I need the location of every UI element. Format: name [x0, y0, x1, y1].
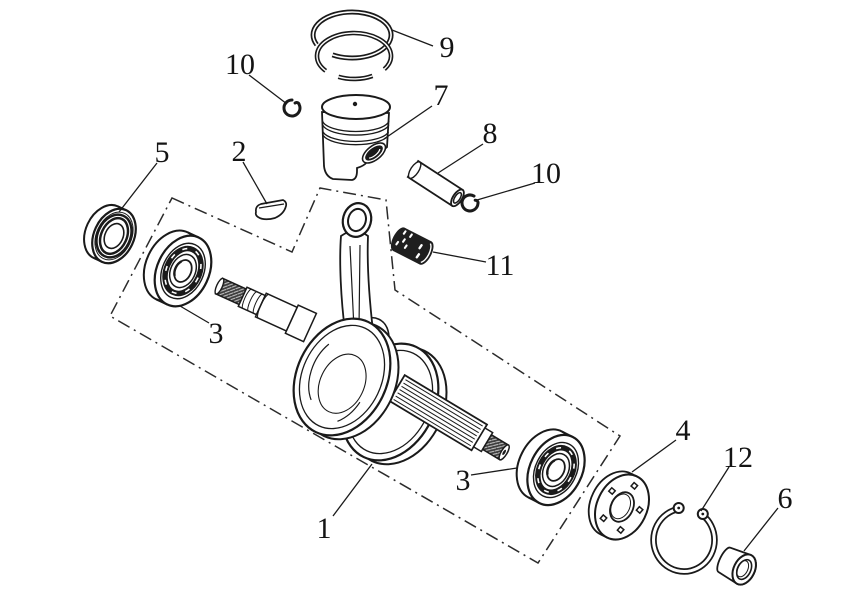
leader-5: [118, 162, 158, 213]
crankshaft-assembly-drawing: [214, 202, 510, 466]
leader-2: [242, 161, 268, 205]
bushing-drawing: [716, 546, 757, 586]
leader-8: [437, 143, 484, 174]
oil-seal-drawing: [83, 204, 137, 265]
leader-12: [700, 466, 730, 512]
main-bearing-left-drawing: [133, 221, 222, 315]
callout-10b: 10: [531, 157, 561, 190]
piston-pin-drawing: [406, 159, 465, 208]
crank-left-shaft: [214, 277, 318, 343]
leader-9: [391, 29, 434, 47]
circlip-left-drawing: [281, 97, 303, 119]
leader-1: [332, 463, 373, 517]
callout-7: 7: [434, 79, 449, 112]
piston-drawing: [321, 94, 391, 181]
callout-6: 6: [778, 482, 793, 515]
callout-5: 5: [155, 136, 170, 169]
leader-10-right: [476, 182, 536, 201]
leader-10-left: [248, 74, 288, 105]
main-bearing-right-drawing: [505, 420, 596, 515]
leader-3-left: [179, 305, 210, 324]
callout-3b: 3: [456, 464, 471, 497]
leader-3-right: [470, 467, 518, 476]
callout-9: 9: [440, 31, 455, 64]
part-labels: 1 2 3 3 4 5 6 7 8 9 10 10 11 12: [155, 31, 793, 545]
retainer-plate-drawing: [587, 470, 650, 541]
assembly-boundary: [109, 187, 622, 565]
piston-rings-drawing: [310, 9, 394, 82]
callout-11: 11: [486, 249, 515, 282]
crank-web-left: [292, 317, 400, 441]
leader-4: [631, 439, 677, 473]
callout-3a: 3: [209, 317, 224, 350]
connecting-rod: [339, 202, 375, 332]
callout-10a: 10: [225, 48, 255, 81]
splined-shaft: [388, 373, 510, 461]
leader-lines: [118, 29, 779, 552]
callout-8: 8: [483, 117, 498, 150]
piston-pin-boss-cutaway: [361, 142, 387, 164]
leader-6: [743, 507, 779, 552]
needle-bearing-drawing: [390, 227, 434, 265]
snap-ring-drawing: [650, 502, 718, 575]
leader-11: [432, 251, 487, 263]
piston-crown-dot: [352, 101, 358, 107]
callout-4: 4: [676, 414, 691, 447]
woodruff-key-drawing: [254, 199, 288, 221]
leader-7: [383, 105, 433, 140]
callout-12: 12: [723, 441, 753, 474]
callout-2: 2: [232, 135, 247, 168]
callout-1: 1: [317, 512, 332, 545]
